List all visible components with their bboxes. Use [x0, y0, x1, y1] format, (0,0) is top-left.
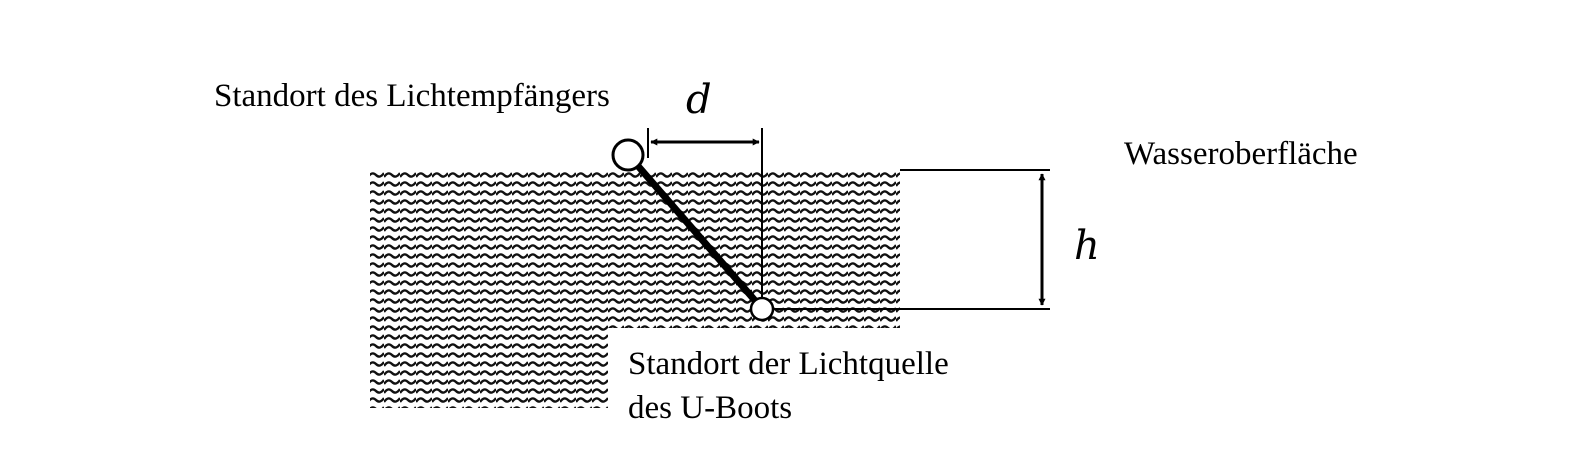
- light-path: [635, 163, 761, 307]
- water-surface-label: Wasseroberfläche: [1124, 136, 1358, 172]
- d-variable-label: d: [686, 77, 712, 123]
- light-receiver-marker: [611, 138, 645, 172]
- water-region: [370, 170, 900, 408]
- receiver-label: Standort des Lichtempfängers: [214, 78, 610, 114]
- light-source-label-line1: Standort der Lichtquelle: [628, 346, 949, 382]
- h-variable-label: h: [1074, 223, 1100, 269]
- light-source-label-line2: des U-Boots: [628, 390, 793, 426]
- light-source-marker: [749, 296, 775, 322]
